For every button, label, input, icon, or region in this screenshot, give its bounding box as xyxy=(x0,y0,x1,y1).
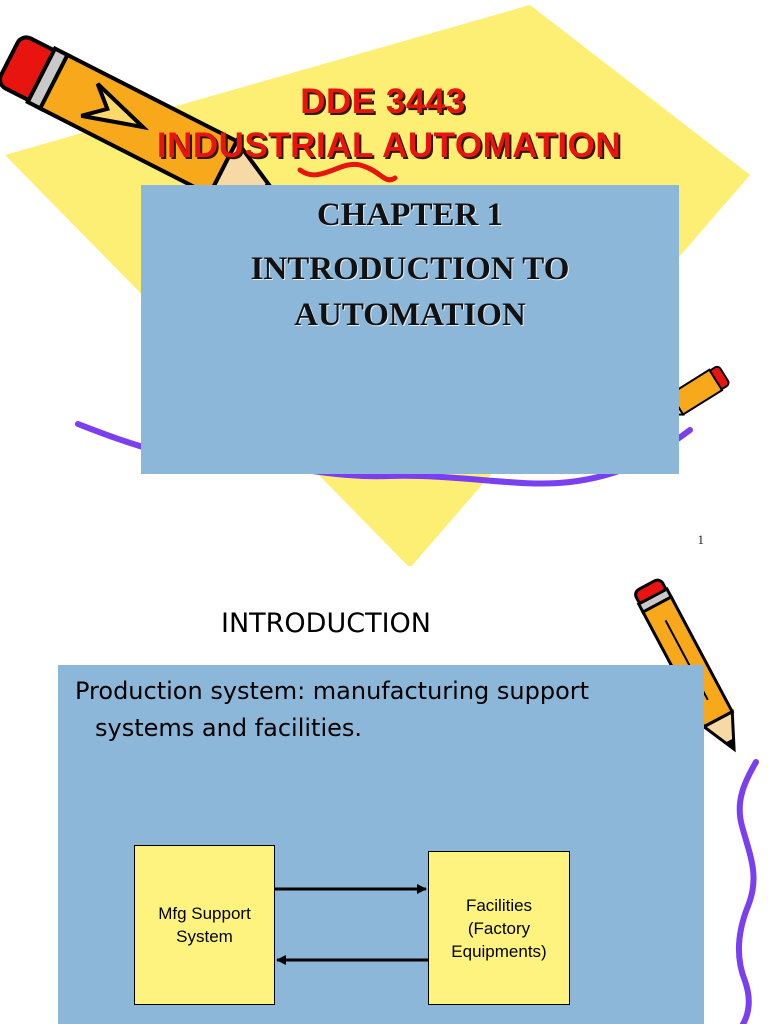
mfg-box-line1: Mfg Support xyxy=(158,904,251,923)
facilities-box-line3: Equipments) xyxy=(451,941,547,961)
body-text-line2: systems and facilities. xyxy=(95,714,363,742)
title-slide: DDE 3443 INDUSTRIAL AUTOMATION CHAPTER 1… xyxy=(0,5,750,566)
body-text-line1: Production system: manufacturing support xyxy=(75,677,590,705)
red-squiggle-line xyxy=(297,161,398,183)
diagram-arrows xyxy=(275,884,428,965)
introduction-slide: INTRODUCTION Production system: manufact… xyxy=(0,566,768,1024)
course-name-title: INDUSTRIAL AUTOMATION xyxy=(156,126,622,165)
chapter-box: CHAPTER 1 INTRODUCTION TO AUTOMATION xyxy=(141,185,679,474)
course-code-title: DDE 3443 xyxy=(300,82,466,121)
section-heading: INTRODUCTION xyxy=(221,608,431,639)
facilities-box-line1: Facilities xyxy=(465,895,533,915)
facilities-box-line2: (Factory xyxy=(467,918,531,938)
page-number: 1 xyxy=(697,532,705,547)
chapter-title-line2: AUTOMATION xyxy=(294,297,526,333)
body-text: Production system: manufacturing support… xyxy=(75,673,695,747)
mfg-box-line2: System xyxy=(176,927,233,946)
facilities-box: Facilities (Factory Equipments) xyxy=(428,851,570,1005)
content-box: Production system: manufacturing support… xyxy=(58,665,704,1024)
purple-squiggle-line xyxy=(735,759,759,1024)
pencil-icon xyxy=(0,35,281,198)
chapter-title-line1: INTRODUCTION TO xyxy=(250,251,570,287)
mfg-support-system-box: Mfg Support System xyxy=(134,845,275,1005)
chapter-label: CHAPTER 1 xyxy=(316,197,504,233)
